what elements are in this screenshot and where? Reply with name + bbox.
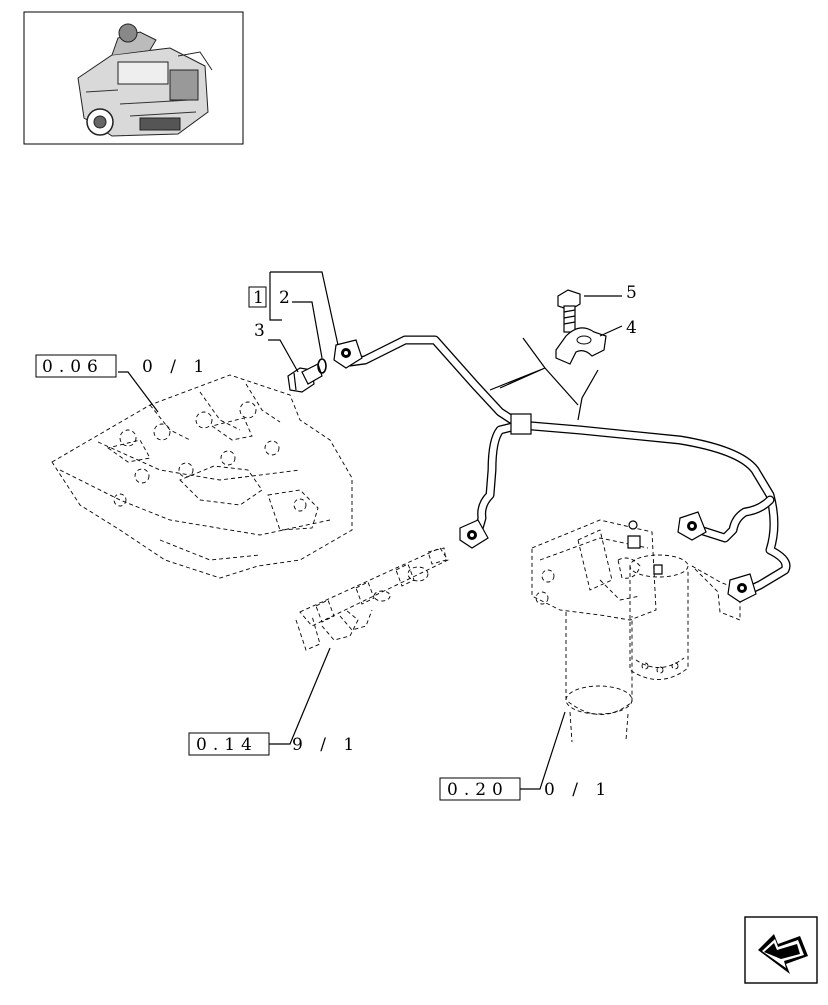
ref-suffix-head: 0 / 1 [142,357,210,377]
callout-4-label[interactable]: 4 [626,318,637,338]
banjo-fitting-rail [459,519,489,549]
clamp-location-indicators [489,337,599,421]
filter-plug [628,520,638,530]
leader-lines [118,271,623,790]
ref-link-fuel-rail[interactable]: 0.14 9 / 1 [188,732,360,756]
ref-box-rail-label: 0.14 [196,735,258,755]
engine-thumbnail[interactable] [23,11,244,145]
ref-link-fuel-filter[interactable]: 0.20 0 / 1 [439,777,612,801]
ref-box-filter-label: 0.20 [447,780,509,800]
filter-fitting [627,535,641,549]
union-fitting-part-3[interactable] [287,363,323,393]
callout-group-1[interactable]: 1 [248,286,267,308]
banjo-fitting-return [727,573,757,603]
engine-thumbnail-image [77,23,213,137]
pipe-junction-block [510,413,532,435]
fuel-rail-outline [295,547,449,651]
filter-sensor [653,564,663,575]
cylinder-head-outline [51,374,353,579]
ref-suffix-rail: 9 / 1 [292,735,360,755]
callout-3-label[interactable]: 3 [254,321,265,341]
o-ring-part-2[interactable] [317,358,327,374]
fuel-pipe-assembly[interactable] [333,335,791,603]
arrow-back-icon [758,934,808,974]
callout-1-label: 1 [253,288,264,308]
fuel-filter-outline [531,519,741,743]
bolt-part-5[interactable] [557,289,581,333]
ref-link-cylinder-head[interactable]: 0.06 0 / 1 [35,354,210,378]
banjo-fitting-head [333,339,363,369]
back-navigation-button[interactable] [744,916,818,984]
ref-box-head-label: 0.06 [42,357,104,377]
callout-2-label[interactable]: 2 [279,288,290,308]
callout-5-label[interactable]: 5 [626,283,637,303]
ref-suffix-filter: 0 / 1 [544,780,612,800]
banjo-fitting-filter [677,511,707,541]
clamp-part-4[interactable] [555,327,607,365]
